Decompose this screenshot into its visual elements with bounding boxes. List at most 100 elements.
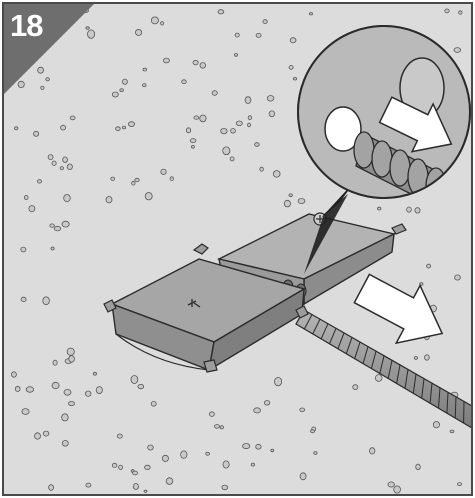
speckle [289,37,297,44]
speckle [352,384,359,390]
conduit-cable [295,309,471,429]
speckle [299,472,307,481]
speckle [111,91,119,98]
speckle [242,443,251,450]
conduit-rib [421,378,425,399]
speckle [181,79,187,84]
speckle [250,462,255,467]
speckle [205,451,210,456]
speckle [199,114,207,123]
speckle [432,421,440,429]
speckle [69,115,76,121]
speckle [189,138,197,144]
speckle [185,127,192,134]
speckle [162,57,170,64]
speckle [122,125,127,130]
speckle [247,115,252,121]
speckle [219,425,224,430]
speckle [68,355,75,363]
speckle [25,386,34,393]
conduit-rib [329,328,337,344]
speckle [147,444,154,451]
speckle [413,356,418,360]
speckle [66,163,73,170]
speckle [444,8,450,14]
speckle [150,400,157,407]
speckle [48,484,54,491]
speckle [255,32,262,38]
conduit-rib [362,346,369,364]
speckle [424,354,430,361]
speckle [160,21,165,26]
speckle [244,96,252,104]
speckle [299,407,306,412]
speckle [160,168,167,175]
speckle [42,296,50,306]
speckle [456,482,462,487]
speckle [254,142,260,147]
speckle [87,29,96,39]
speckle [262,19,268,24]
speckle [263,400,271,406]
speckle [199,62,206,69]
speckle [180,450,188,459]
conduit-rib [396,364,401,384]
speckle [131,180,136,186]
speckle [40,85,45,90]
speckle [415,463,421,470]
speckle [292,76,297,81]
speckle [144,192,153,201]
speckle [454,274,461,281]
speckle [229,156,235,162]
speckle [414,207,421,214]
speckle [118,464,123,470]
speckle [161,454,169,462]
speckle [253,407,261,414]
speckle [68,401,75,407]
speckle [143,489,148,493]
speckle [142,67,147,72]
speckle [309,12,313,16]
speckle [63,388,72,396]
speckle [130,375,139,384]
speckle [20,296,27,302]
speckle [375,374,383,382]
speckle [217,9,225,15]
speckle [310,429,315,434]
speckle [28,205,36,213]
speckle [51,160,57,166]
speckle [288,193,293,197]
conduit-rib [387,360,393,379]
speckle [222,460,230,469]
conduit-rib [370,350,377,369]
conduit-rib [303,314,313,330]
speckle [110,176,115,181]
speckle [52,359,58,366]
speckle [208,411,215,417]
speckle [283,199,291,208]
speckle [66,347,75,356]
speckle [313,451,318,455]
speckle [165,477,174,485]
speckle [34,432,41,440]
speckle [116,433,123,439]
conduit-rib [438,387,441,409]
speckle [458,10,463,15]
speckle [192,59,199,66]
speckle [119,88,124,92]
speckle [259,166,264,172]
speckle [63,194,71,203]
speckle [85,26,90,30]
conduit-rib [412,373,417,394]
conduit-rib [454,396,457,419]
speckle [85,482,92,488]
speckle [270,448,275,453]
speckle [84,390,92,397]
speckle [33,130,40,137]
step-number: 18 [10,8,43,43]
speckle [369,447,376,455]
speckle [95,386,103,395]
speckle [135,28,143,36]
speckle [92,371,97,376]
